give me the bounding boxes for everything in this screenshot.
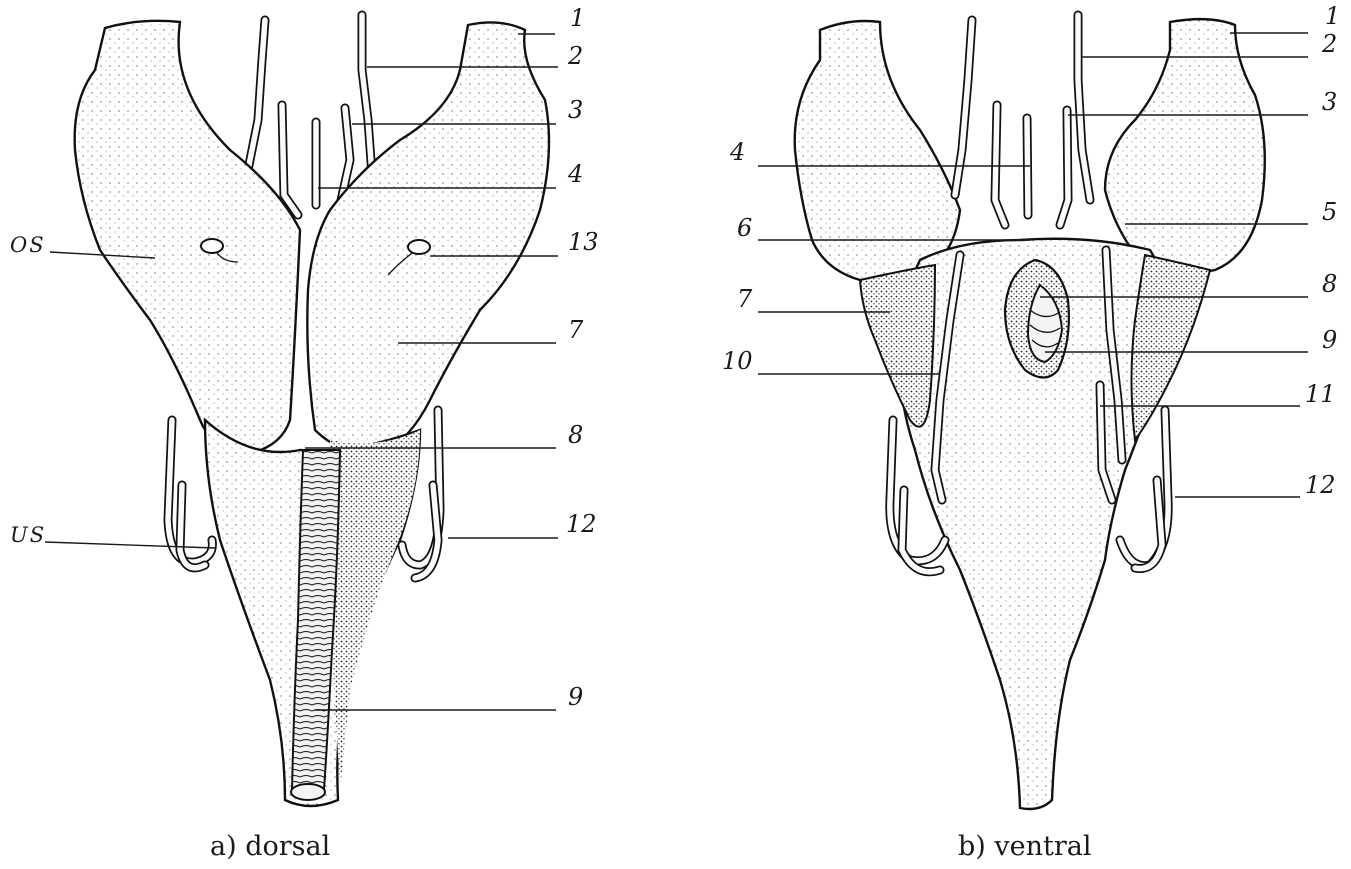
dorsal-label-1: 1 <box>570 4 585 32</box>
ventral-left-lobe <box>795 21 960 281</box>
panel-dorsal: OS US 1 2 3 4 13 7 8 12 9 a) dorsal <box>10 4 599 862</box>
panel-ventral: 1 2 3 4 5 6 8 7 9 10 11 12 b) ventral <box>722 2 1340 862</box>
dorsal-shadow <box>328 430 421 790</box>
dorsal-label-12: 12 <box>566 510 597 538</box>
dorsal-label-8: 8 <box>568 421 583 449</box>
ventral-label-8: 8 <box>1322 270 1337 298</box>
dorsal-label-9: 9 <box>568 683 583 711</box>
label-us: US <box>10 523 46 547</box>
dorsal-left-lobe <box>75 21 300 455</box>
ventral-left-dark <box>860 265 935 427</box>
ventral-label-3: 3 <box>1322 88 1337 116</box>
ventral-caption: b) ventral <box>958 831 1092 862</box>
dorsal-right-lobe <box>307 22 549 455</box>
ventral-label-11: 11 <box>1305 380 1336 408</box>
dorsal-label-7: 7 <box>568 316 584 344</box>
dorsal-label-2: 2 <box>567 42 583 70</box>
ventral-label-5: 5 <box>1322 198 1337 226</box>
ventral-label-2: 2 <box>1321 30 1337 58</box>
ventral-label-9: 9 <box>1322 326 1337 354</box>
dorsal-label-4: 4 <box>567 160 583 188</box>
ventral-label-4: 4 <box>729 138 745 166</box>
ventral-right-dark <box>1132 255 1211 440</box>
ventral-label-12: 12 <box>1305 471 1336 499</box>
dorsal-caption: a) dorsal <box>210 831 330 862</box>
dorsal-cord-end <box>291 784 325 800</box>
label-os: OS <box>10 233 46 257</box>
ventral-nerve-roots <box>955 15 1090 225</box>
dorsal-label-3: 3 <box>568 96 583 124</box>
ventral-label-1: 1 <box>1325 2 1340 30</box>
dorsal-label-13: 13 <box>568 228 599 256</box>
ventral-label-7: 7 <box>737 285 753 313</box>
ventral-label-6: 6 <box>737 214 752 242</box>
ventral-label-10: 10 <box>722 347 753 375</box>
